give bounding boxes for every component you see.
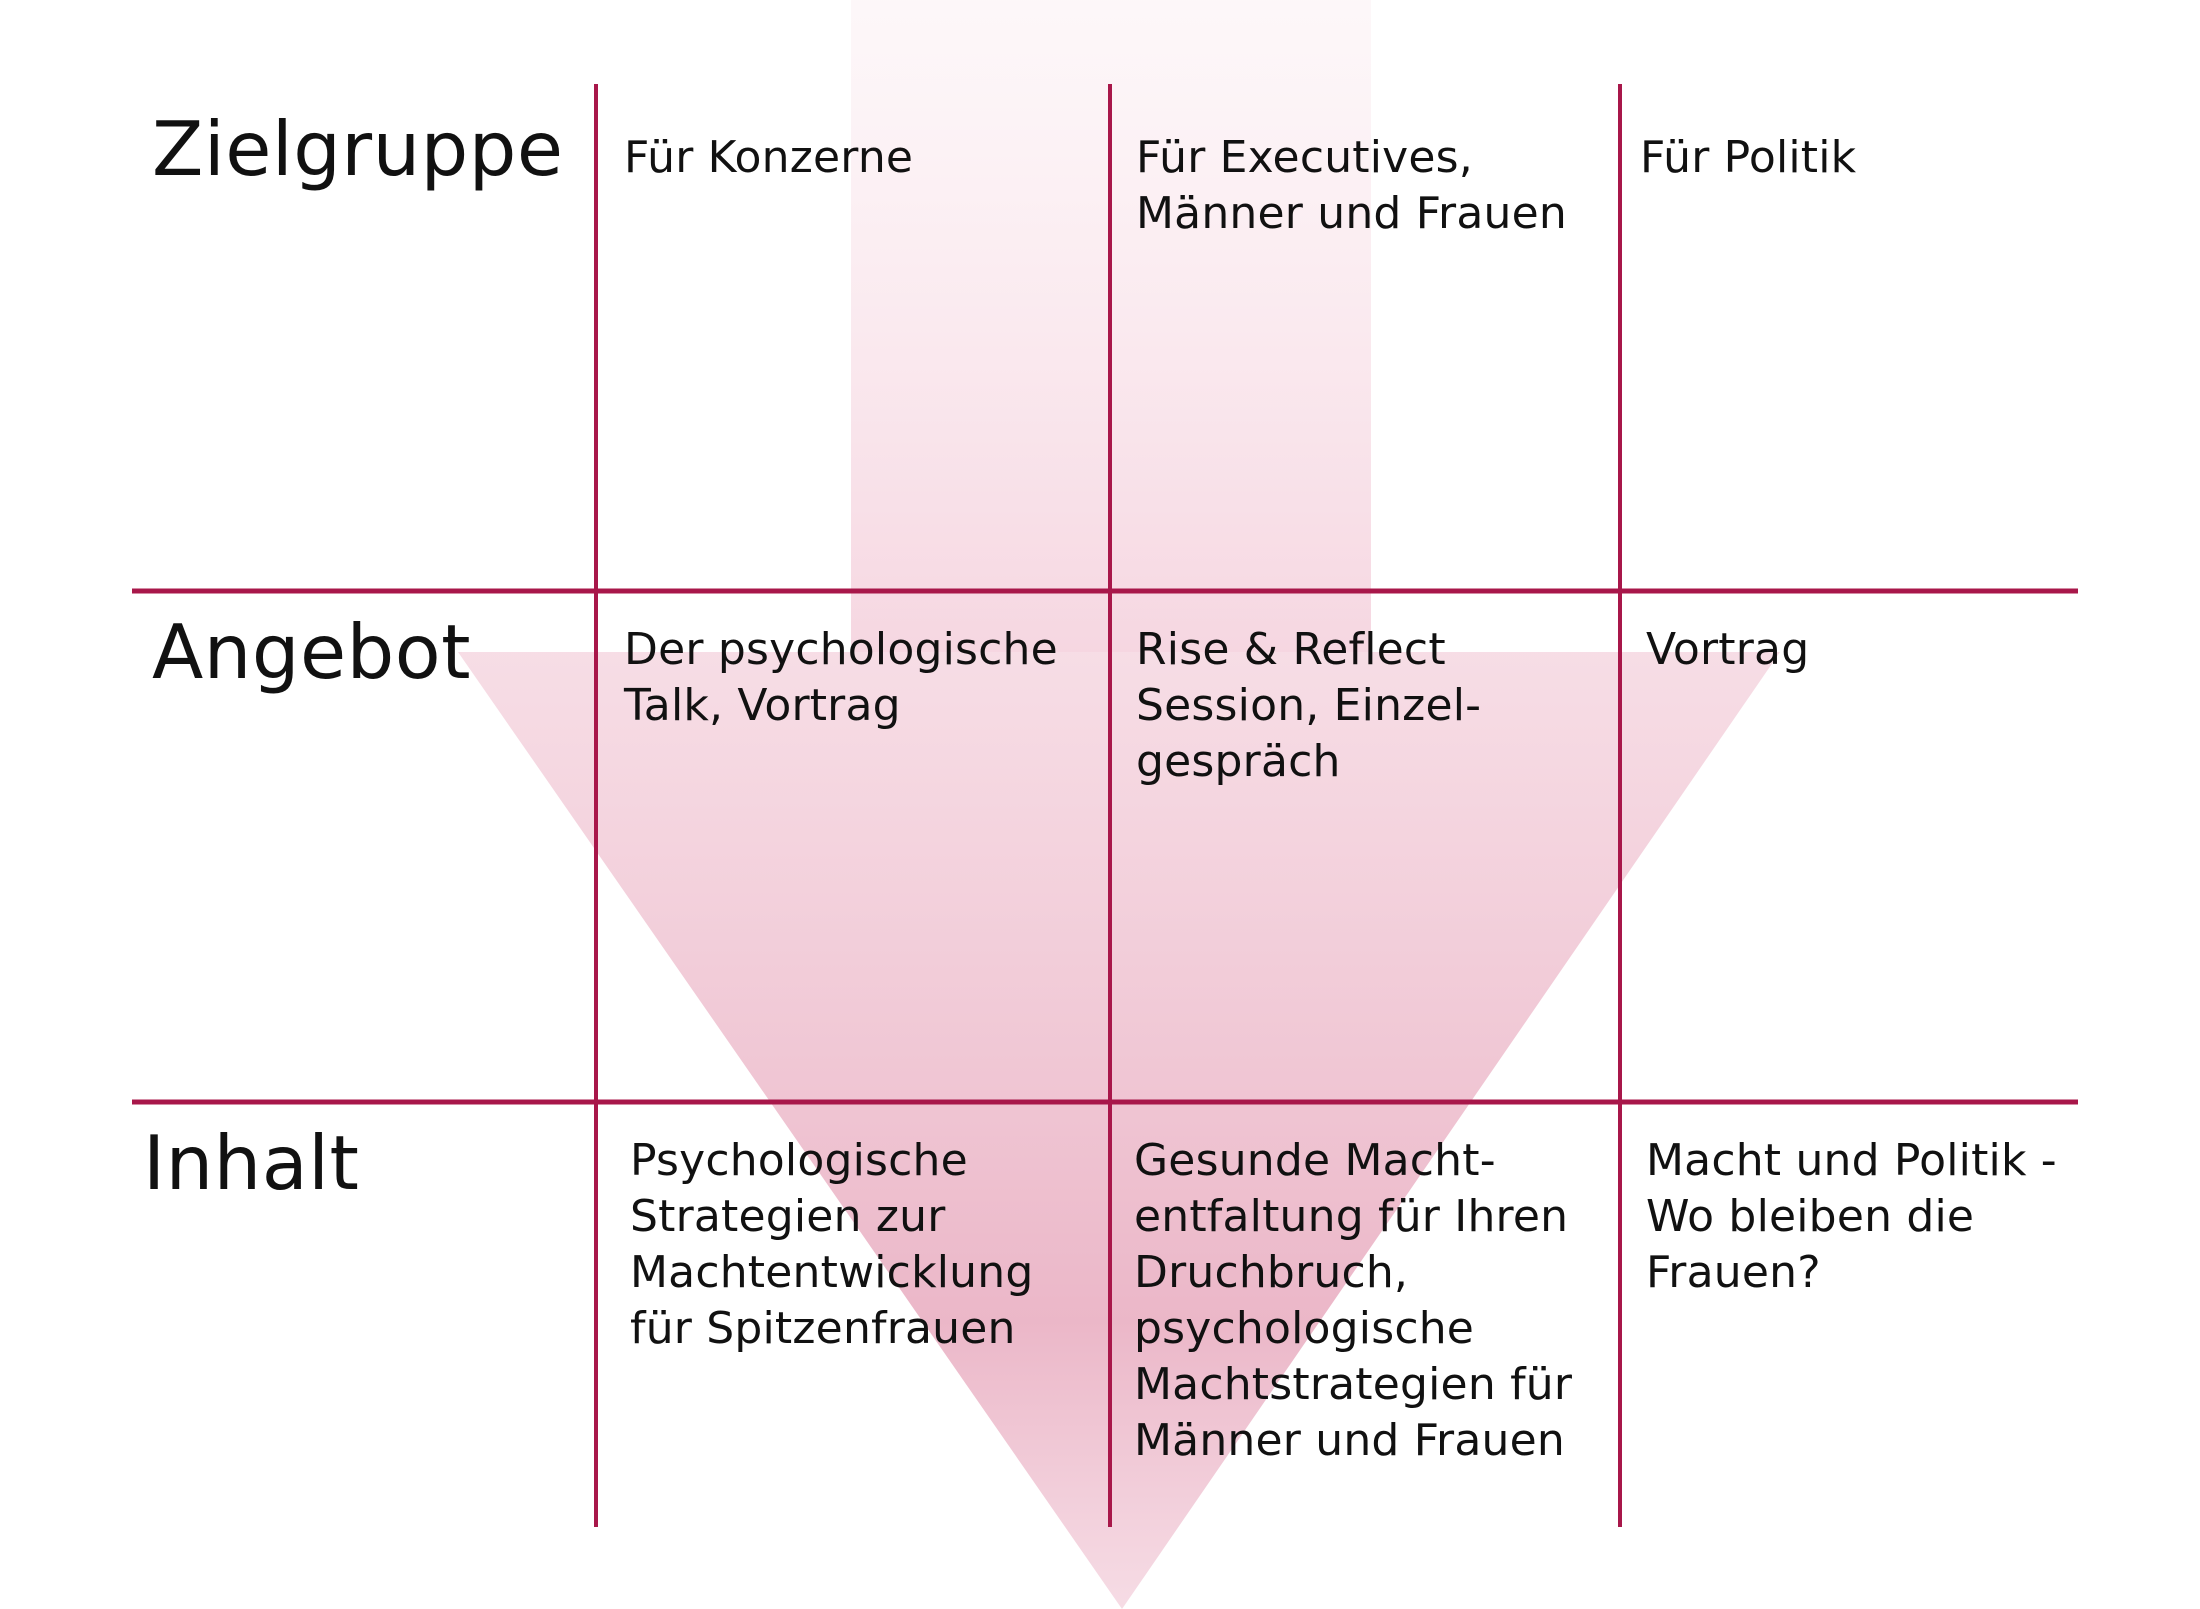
cell-angebot-politik: Vortrag xyxy=(1646,624,1810,675)
row-header-inhalt: Inhalt xyxy=(143,1119,360,1207)
down-arrow-icon xyxy=(458,0,1780,1609)
cell-zielgruppe-konzerne: Für Konzerne xyxy=(624,132,914,183)
cell-inhalt-executives: Gesunde Macht- entfaltung für Ihren Druc… xyxy=(1134,1135,1573,1466)
cell-zielgruppe-executives: Für Executives, Männer und Frauen xyxy=(1136,132,1567,239)
cell-angebot-executives: Rise & Reflect Session, Einzel- gespräch xyxy=(1136,624,1482,787)
cell-zielgruppe-politik: Für Politik xyxy=(1640,132,1857,183)
grid-lines xyxy=(132,84,2078,1527)
cell-inhalt-konzerne: Psychologische Strategien zur Machtentwi… xyxy=(630,1135,1034,1354)
row-header-angebot: Angebot xyxy=(152,608,471,696)
arrow-head xyxy=(458,652,1780,1609)
cell-inhalt-politik: Macht und Politik - Wo bleiben die Fraue… xyxy=(1646,1135,2057,1298)
row-header-zielgruppe: Zielgruppe xyxy=(152,105,564,193)
cell-angebot-konzerne: Der psychologische Talk, Vortrag xyxy=(624,624,1058,731)
